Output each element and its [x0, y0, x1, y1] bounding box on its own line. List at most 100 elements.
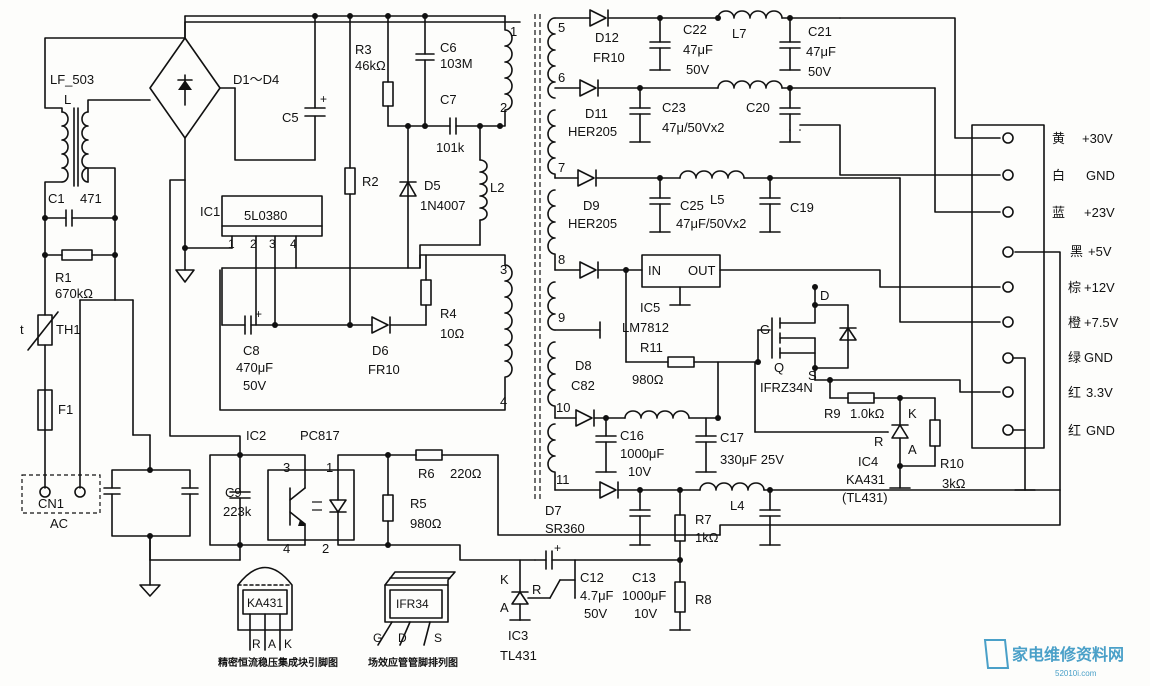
mosfet-q	[757, 284, 1001, 393]
label-r4-val: 10Ω	[440, 326, 464, 341]
ifr34-caption: 场效应管管脚排列图	[368, 656, 458, 669]
label-ic3-val: TL431	[500, 648, 537, 663]
ic4-pin-k: K	[908, 406, 917, 421]
conn-color-7: 绿	[1068, 351, 1081, 366]
ic1-pin3: 3	[269, 237, 276, 251]
label-c5: C5	[282, 110, 299, 125]
svg-text:+: +	[554, 541, 561, 555]
label-d9: D9	[583, 198, 600, 213]
ic4-ka431	[754, 361, 941, 489]
label-c17: C17	[720, 430, 744, 445]
label-r7: R7	[695, 512, 712, 527]
label-c20: C20	[746, 100, 770, 115]
vcc-supply: +	[221, 254, 432, 335]
feedback-divider	[574, 489, 691, 631]
label-d8-val: C82	[571, 378, 595, 393]
label-c8: C8	[243, 343, 260, 358]
conn-signal-1: +30V	[1082, 131, 1113, 146]
ka431-pin-a: A	[268, 637, 276, 651]
label-c23: C23	[662, 100, 686, 115]
label-ic2: IC2	[246, 428, 266, 443]
label-ic4: IC4	[858, 454, 878, 469]
label-ic5-val: LM7812	[622, 320, 669, 335]
label-c1: C1	[48, 191, 65, 206]
ifr34-chip-name: IFR34	[396, 597, 429, 611]
label-r5-val: 980Ω	[410, 516, 442, 531]
label-c19: C19	[790, 200, 814, 215]
snubber-network	[221, 15, 503, 326]
conn-color-5: 棕	[1068, 281, 1081, 296]
label-c22: C22	[683, 22, 707, 37]
label-c6: C6	[440, 40, 457, 55]
label-c23-val: 47μ/50Vx2	[662, 120, 724, 135]
label-ic3: IC3	[508, 628, 528, 643]
label-c9-val: 223k	[223, 504, 252, 519]
ifr34-pin-s: S	[434, 631, 442, 645]
ka431-pin-k: K	[284, 637, 292, 651]
ic2-optocoupler	[209, 449, 721, 561]
label-c1-val: 471	[80, 191, 102, 206]
ic3-pin-k: K	[500, 572, 509, 587]
label-t: t	[20, 322, 24, 337]
conn-color-4: 黑	[1070, 245, 1083, 260]
label-d9-val: HER205	[568, 216, 617, 231]
label-d8: D8	[575, 358, 592, 373]
winding-7: 7	[558, 160, 565, 175]
label-ic5: IC5	[640, 300, 660, 315]
conn-color-9: 红	[1068, 423, 1081, 439]
label-c8-val2: 50V	[243, 378, 266, 393]
label-d6: D6	[372, 343, 389, 358]
winding-3: 3	[500, 262, 507, 277]
ic3-pin-r: R	[532, 582, 541, 597]
label-c12-val1: 4.7μF	[580, 588, 614, 603]
label-r8: R8	[695, 592, 712, 607]
label-c22-val1: 47μF	[683, 42, 713, 57]
conn-color-1: 黄	[1052, 132, 1065, 147]
ac-input-section	[21, 21, 521, 597]
winding-4: 4	[500, 394, 507, 409]
label-ic4-val1: KA431	[846, 472, 885, 487]
label-d1d4: D1～D4	[233, 72, 279, 87]
label-cn1: CN1	[38, 496, 64, 511]
component-labels: LF_503 L C1 471 R1 670kΩ t TH1 F1 CN1 AC…	[20, 20, 966, 669]
label-th1: TH1	[56, 322, 81, 337]
ka431-pin-r: R	[252, 637, 261, 651]
winding-2: 2	[500, 100, 507, 115]
ic1-5l0380	[169, 179, 323, 456]
ifr34-pin-d: D	[398, 631, 407, 645]
label-r7-val: 1kΩ	[695, 530, 719, 545]
watermark: 家电维修资料网 52010i.com	[983, 639, 1124, 678]
conn-color-2: 白	[1052, 168, 1065, 184]
ka431-caption: 精密恒流稳压集成块引脚图	[218, 656, 338, 669]
label-c21-val2: 50V	[808, 64, 831, 79]
ic1-pin2: 2	[250, 237, 257, 251]
label-r1: R1	[55, 270, 72, 285]
conn-signal-6: +7.5V	[1084, 315, 1119, 330]
label-f1: F1	[58, 402, 73, 417]
label-c7: C7	[440, 92, 457, 107]
label-ic4-val2: (TL431)	[842, 490, 888, 505]
opto-pin4: 4	[283, 541, 290, 556]
conn-signal-9: GND	[1086, 423, 1115, 438]
mosfet-pin-g: G	[760, 322, 770, 337]
ka431-pinout-inset	[237, 566, 293, 651]
label-c7-val: 101k	[436, 140, 465, 155]
watermark-logo-icon	[983, 639, 1010, 669]
label-ic2-val: PC817	[300, 428, 340, 443]
label-c17-val: 330μF 25V	[720, 452, 784, 467]
label-r2: R2	[362, 174, 379, 189]
opto-pin3: 3	[283, 460, 290, 475]
winding-9: 9	[558, 310, 565, 325]
winding-1: 1	[510, 24, 517, 39]
conn-signal-7: GND	[1084, 350, 1113, 365]
ic5-out-label: OUT	[688, 263, 716, 278]
label-r9: R9	[824, 406, 841, 421]
label-c21-val1: 47μF	[806, 44, 836, 59]
label-r11: R11	[640, 340, 663, 355]
label-r5: R5	[410, 496, 427, 511]
transformer-secondaries	[547, 9, 1061, 546]
mosfet-pin-d: D	[820, 288, 829, 303]
ic4-pin-r: R	[874, 434, 883, 449]
